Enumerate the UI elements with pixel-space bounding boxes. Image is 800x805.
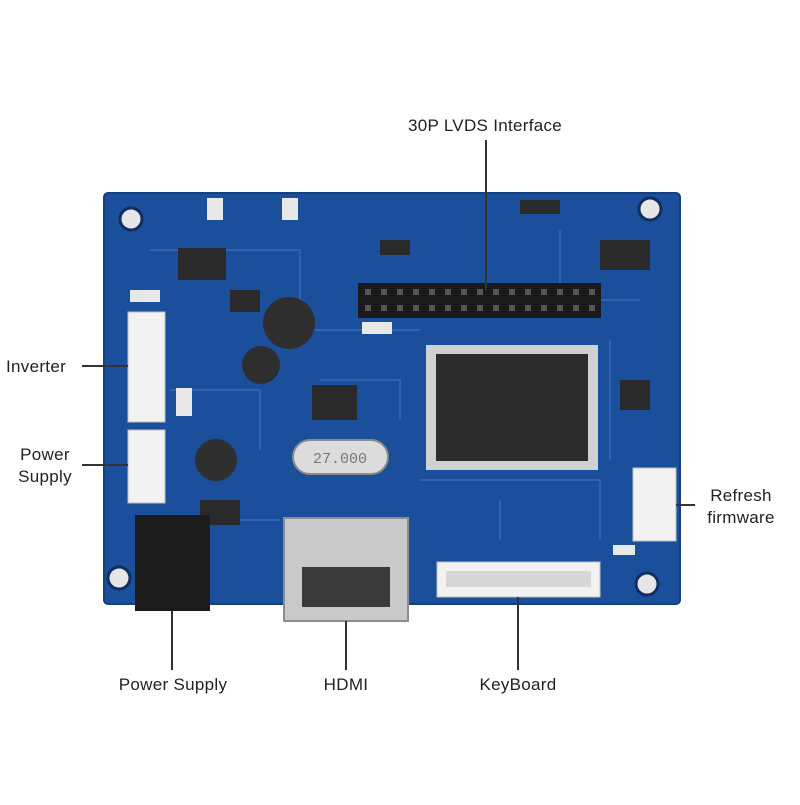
refresh-connector	[632, 467, 677, 542]
hdmi-opening	[302, 567, 390, 607]
label-power-supply-left: Power Supply	[18, 445, 72, 486]
label-power-supply-bottom: Power Supply	[118, 675, 228, 694]
main-chip	[436, 354, 588, 461]
inductor-3	[195, 439, 237, 481]
power-jack	[135, 515, 210, 611]
label-hdmi: HDMI	[323, 675, 369, 694]
leader-lines	[82, 140, 695, 670]
label-keyboard: KeyBoard	[479, 675, 557, 694]
crystal-oscillator	[292, 439, 389, 475]
small-components	[178, 200, 650, 525]
label-refresh-firmware: Refresh firmware	[707, 486, 775, 527]
inductor-1	[263, 297, 315, 349]
lvds-pins	[365, 289, 595, 311]
inverter-connector	[127, 311, 166, 423]
mounting-holes	[106, 196, 663, 597]
inductor-2	[242, 346, 280, 384]
crystal-marking: 27.000	[313, 451, 367, 468]
keyboard-connector-slot	[446, 571, 591, 587]
lvds-header	[358, 283, 601, 318]
label-inverter: Inverter	[6, 357, 67, 376]
label-lvds-interface: 30P LVDS Interface	[407, 116, 563, 135]
small-white-parts	[130, 198, 635, 555]
power-supply-connector	[127, 429, 166, 504]
